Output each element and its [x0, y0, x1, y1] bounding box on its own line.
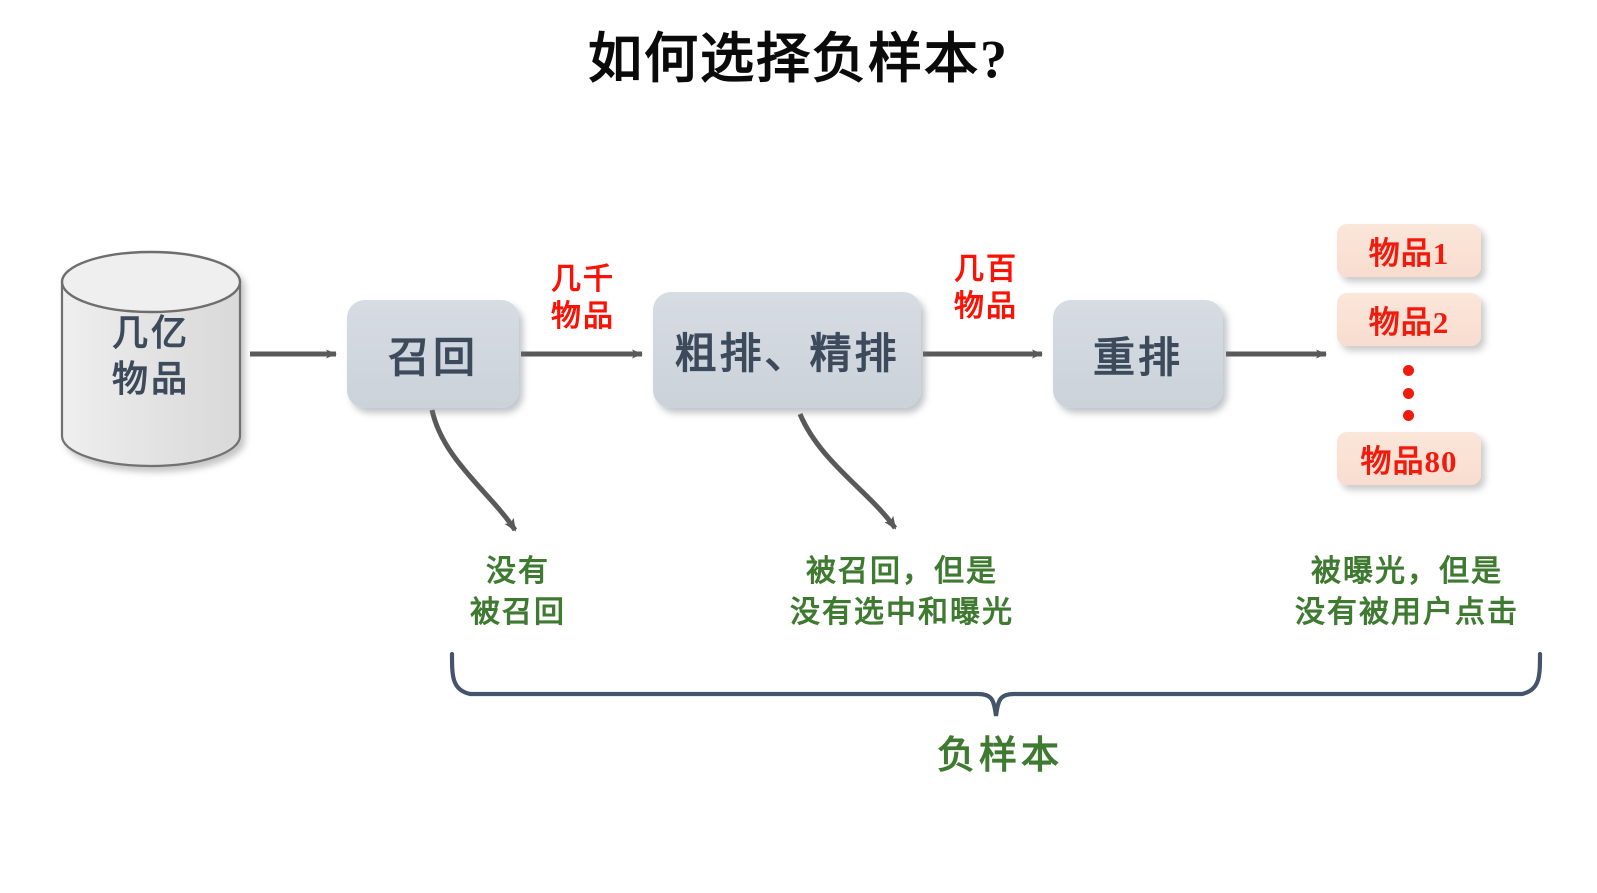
ellipsis-vertical-icon [1396, 365, 1420, 421]
note-recalled-not-exposed: 被召回，但是 没有选中和曝光 [790, 555, 1014, 629]
result-item-1[interactable]: 物品1 [1337, 224, 1481, 277]
note-exposed-not-clicked: 被曝光，但是 没有被用户点击 [1295, 555, 1519, 629]
database-label: 几亿 物品 [111, 313, 190, 400]
database-cylinder-icon [60, 250, 242, 468]
curly-brace-icon [449, 651, 1543, 717]
page-title: 如何选择负样本? [588, 29, 1009, 89]
ellipsis-dot [1402, 387, 1414, 399]
ellipsis-dot [1402, 365, 1414, 376]
stage-box-rank[interactable]: 粗排、精排 [653, 292, 921, 408]
stage-box-recall[interactable]: 召回 [347, 300, 519, 408]
ellipsis-dot [1402, 410, 1414, 421]
result-item-80[interactable]: 物品80 [1337, 432, 1481, 485]
stage-box-rerank[interactable]: 重排 [1053, 300, 1223, 408]
curved-arrow-down-icon-recall [429, 409, 518, 532]
flow-annotation-after-rank: 几百 物品 [954, 253, 1018, 323]
brace-label-negative-samples: 负样本 [936, 735, 1063, 777]
note-not-recalled: 没有 被召回 [470, 555, 566, 629]
result-item-2[interactable]: 物品2 [1337, 293, 1481, 346]
curved-arrow-down-icon-rank [797, 413, 898, 530]
flow-annotation-after-recall: 几千 物品 [551, 263, 615, 333]
